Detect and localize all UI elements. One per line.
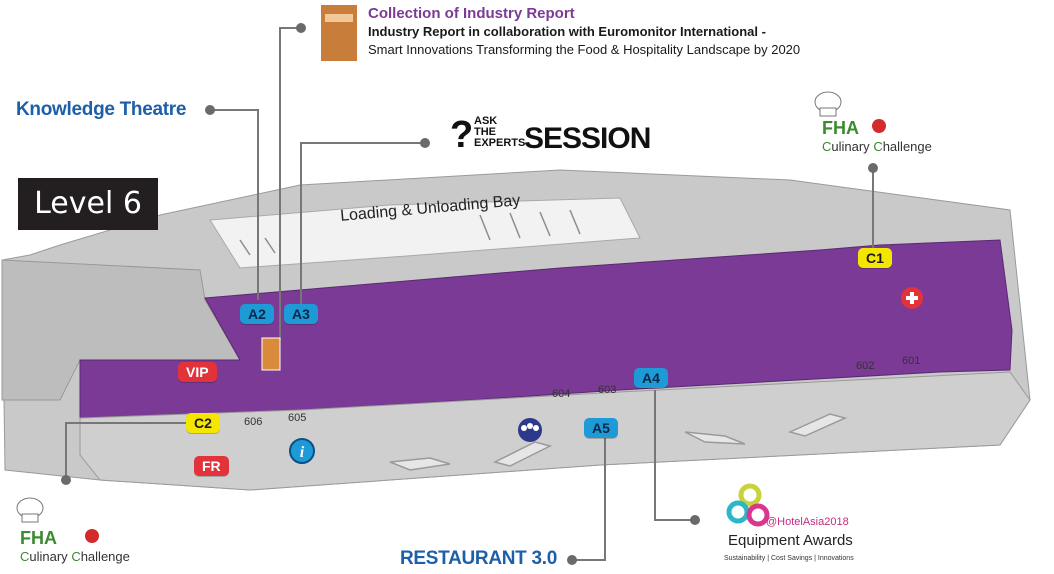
experts-text: EXPERTS xyxy=(474,137,526,149)
report-description: Smart Innovations Transforming the Food … xyxy=(368,42,801,57)
awards-logo-icon xyxy=(726,483,770,527)
apple-icon xyxy=(85,529,99,543)
fha-brand: FHA xyxy=(20,528,57,548)
knowledge-theatre-label[interactable]: Knowledge Theatre xyxy=(16,99,187,120)
the-text: THE xyxy=(474,126,496,138)
zone-a4[interactable]: A4 xyxy=(634,368,668,388)
loading-bay-lines xyxy=(239,209,581,256)
ask-text: ASK xyxy=(474,115,498,127)
awards-tagline: Sustainability | Cost Savings | Innovati… xyxy=(724,555,854,562)
session-text: SESSION xyxy=(524,122,651,155)
awards-name[interactable]: Equipment Awards xyxy=(728,532,853,549)
zone-a3[interactable]: A3 xyxy=(284,304,318,324)
chef-hat-icon xyxy=(16,91,842,523)
zone-fr[interactable]: FR xyxy=(194,456,229,476)
culinary-challenge-label: Culinary Challenge xyxy=(20,549,130,564)
zone-c1[interactable]: C1 xyxy=(858,248,892,268)
svg-text:i: i xyxy=(300,444,305,461)
room-604: 604 xyxy=(552,388,571,400)
room-602: 602 xyxy=(856,360,875,372)
report-marker xyxy=(261,337,281,371)
main-hall xyxy=(79,239,1013,419)
room-601: 601 xyxy=(902,355,921,367)
apple-icon xyxy=(872,119,886,133)
meeting-icon xyxy=(518,418,542,442)
room-606: 606 xyxy=(244,416,263,428)
level-label: Level 6 xyxy=(18,178,158,230)
zone-a5[interactable]: A5 xyxy=(584,418,618,438)
fha-culinary-challenge-top[interactable]: FHA Culinary Challenge xyxy=(822,118,932,154)
report-title[interactable]: Collection of Industry Report xyxy=(368,5,575,22)
fha-brand: FHA xyxy=(822,118,859,138)
leader-lines xyxy=(65,27,874,561)
fha-culinary-challenge-bottom[interactable]: FHA Culinary Challenge xyxy=(20,528,130,564)
awards-handle: @HotelAsia2018 xyxy=(766,516,849,528)
room-603: 603 xyxy=(598,384,617,396)
zone-c2[interactable]: C2 xyxy=(186,413,220,433)
question-mark-icon: ? xyxy=(450,114,474,156)
room-605: 605 xyxy=(288,412,307,424)
zone-a2[interactable]: A2 xyxy=(240,304,274,324)
info-icon xyxy=(289,438,315,464)
culinary-challenge-label: Culinary Challenge xyxy=(822,139,932,154)
lower-corridor xyxy=(79,371,1031,491)
loading-bay-area xyxy=(209,197,641,269)
leader-dots xyxy=(61,23,878,565)
zone-vip[interactable]: VIP xyxy=(178,362,217,382)
restaurant-label[interactable]: RESTAURANT 3.0 xyxy=(400,548,557,569)
escalators xyxy=(389,413,848,471)
report-subtitle: Industry Report in collaboration with Eu… xyxy=(368,24,766,39)
report-cover xyxy=(321,5,357,61)
